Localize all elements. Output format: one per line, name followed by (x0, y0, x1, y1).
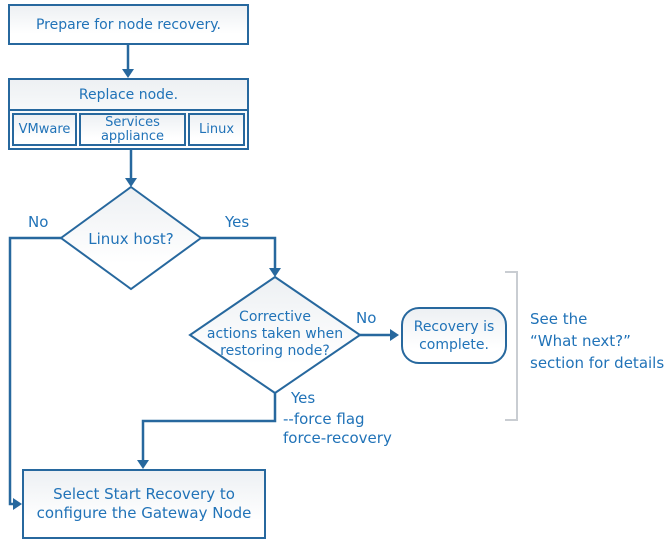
replace-node-options-row: VMware Services appliance Linux (10, 111, 247, 148)
arrowhead-right-icon (390, 329, 399, 341)
edge-label-yes: Yes (291, 389, 316, 407)
linux-host-diamond-label: Linux host? (66, 230, 196, 248)
arrowhead-down-icon (125, 178, 137, 187)
edge-linuxhost-yes (201, 236, 277, 268)
node-recovery-complete: Recovery is complete. (401, 307, 507, 364)
node-label-line: actions taken when (206, 326, 344, 342)
node-label-line: configure the Gateway Node (36, 504, 252, 522)
node-prepare-for-recovery: Prepare for node recovery. (8, 4, 249, 45)
option-label: VMware (18, 121, 71, 137)
what-next-annotation: See the “What next?” section for details… (530, 308, 664, 374)
option-vmware: VMware (12, 113, 77, 146)
node-label: Replace node. (78, 86, 179, 103)
option-label: Services appliance (100, 114, 165, 144)
force-flag-line: --force flag (283, 410, 365, 428)
node-label-line: restoring node? (220, 343, 330, 359)
annotation-line: section for details. (530, 354, 664, 372)
arrowhead-down-icon (122, 69, 134, 78)
arrowhead-down-icon (137, 460, 149, 469)
bracket (505, 271, 518, 421)
option-label: Linux (198, 121, 235, 137)
edge-label-yes: Yes (225, 213, 250, 231)
arrowhead-down-icon (269, 268, 281, 277)
edge-label-force-flag: --force flag force-recovery (283, 410, 392, 448)
arrowhead-right-icon (13, 498, 22, 510)
edge-linuxhost-no (8, 236, 61, 506)
edge-label-no: No (356, 309, 377, 327)
corrective-actions-diamond (188, 275, 362, 395)
annotation-line: “What next?” (530, 332, 631, 350)
force-flag-line: force-recovery (283, 429, 392, 447)
node-label-line: complete. (419, 336, 489, 353)
edge-corrective-yes (141, 393, 277, 460)
node-label-line: Recovery is (413, 318, 495, 335)
node-replace-node: Replace node. VMware Services appliance … (8, 78, 249, 150)
node-label-line: Select Start Recovery to (53, 485, 235, 503)
annotation-line: See the (530, 310, 588, 328)
edge-label-no: No (28, 213, 49, 231)
node-start-recovery: Select Start Recovery to configure the G… (22, 469, 266, 539)
node-label: Prepare for node recovery. (35, 16, 222, 33)
option-linux: Linux (188, 113, 245, 146)
replace-node-header: Replace node. (10, 80, 247, 111)
linux-host-diamond (59, 185, 203, 291)
corrective-actions-diamond-label: Corrective actions taken when restoring … (190, 309, 360, 360)
node-label: Linux host? (88, 230, 174, 248)
node-label-line: Corrective (239, 309, 311, 325)
option-services-appliance: Services appliance (79, 113, 186, 146)
